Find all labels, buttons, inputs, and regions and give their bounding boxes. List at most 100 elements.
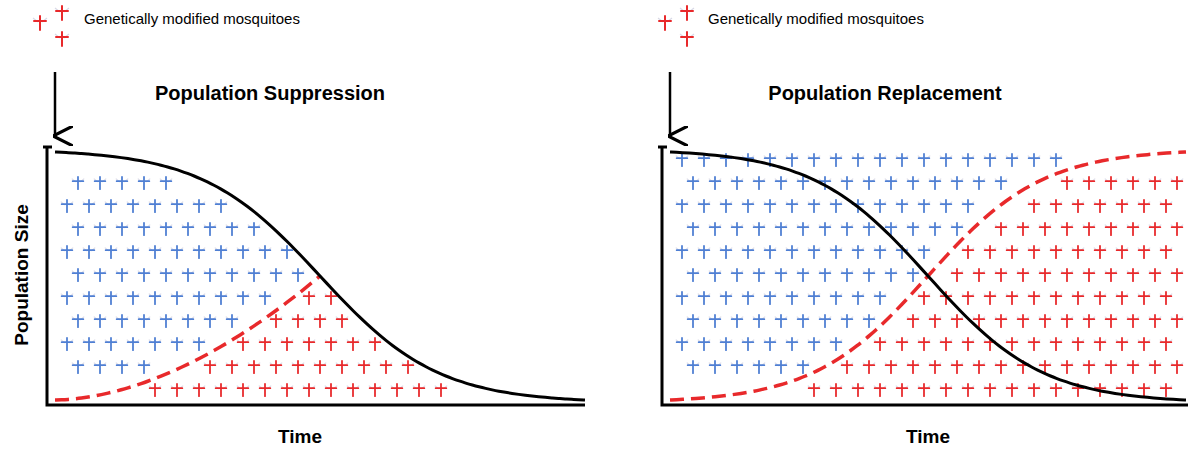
mosquito-glyph	[1127, 269, 1139, 281]
mosquito-glyph	[72, 361, 84, 373]
mosquito-glyph	[1061, 223, 1073, 235]
mosquito-glyph	[1028, 384, 1040, 396]
mosquito-glyph	[1072, 246, 1084, 258]
mosquito-glyph	[775, 223, 787, 235]
mosquito-glyph	[270, 269, 282, 281]
mosquito-glyph	[226, 315, 238, 327]
mosquito-glyph	[764, 246, 776, 258]
mosquito-glyph	[720, 292, 732, 304]
mosquito-glyph	[1105, 315, 1117, 327]
mosquito-glyph	[1061, 177, 1073, 189]
mosquito-glyph	[1039, 223, 1051, 235]
mosquito-glyph	[303, 384, 315, 396]
mosquito-glyph	[325, 384, 337, 396]
mosquito-glyph	[786, 246, 798, 258]
mosquito-glyph	[797, 269, 809, 281]
mosquito-glyph	[918, 292, 930, 304]
mosquito-glyph	[885, 269, 897, 281]
mosquito-glyph	[687, 223, 699, 235]
mosquito-glyph	[1061, 269, 1073, 281]
mosquito-glyph	[962, 200, 974, 212]
mosquito-glyph	[808, 154, 820, 166]
mosquito-glyph	[863, 361, 875, 373]
mosquito-glyph	[61, 200, 73, 212]
mosquito-glyph	[940, 200, 952, 212]
mosquito-glyph	[127, 246, 139, 258]
mosquito-glyph	[171, 200, 183, 212]
mosquito-glyph	[193, 292, 205, 304]
mosquito-glyph	[1171, 177, 1183, 189]
mosquito-glyph	[676, 338, 688, 350]
mosquito-glyph	[830, 200, 842, 212]
mosquito-glyph	[325, 338, 337, 350]
mosquito-glyph	[775, 315, 787, 327]
mosquito-glyph	[1083, 361, 1095, 373]
mosquito-glyph	[819, 223, 831, 235]
mosquito-glyph	[292, 269, 304, 281]
mosquito-glyph	[1094, 200, 1106, 212]
mosquito-glyph	[1017, 269, 1029, 281]
mosquito-glyph	[709, 361, 721, 373]
wild-population-curve	[670, 152, 1186, 400]
mosquito-glyph	[742, 292, 754, 304]
mosquito-glyph	[907, 177, 919, 189]
mosquito-glyph	[918, 200, 930, 212]
mosquito-glyph	[1050, 154, 1062, 166]
mosquito-glyph	[1138, 246, 1150, 258]
panel-title: Population Suppression	[155, 82, 385, 105]
mosquito-glyph	[127, 292, 139, 304]
mosquito-glyph	[215, 292, 227, 304]
mosquito-glyph	[852, 154, 864, 166]
axis	[662, 146, 1188, 405]
mosquito-glyph	[1171, 315, 1183, 327]
mosquito-glyph	[885, 177, 897, 189]
mosquito-glyph	[105, 338, 117, 350]
mosquito-glyph	[676, 200, 688, 212]
mosquito-glyph	[347, 338, 359, 350]
mosquito-glyph	[995, 223, 1007, 235]
mosquito-glyph	[237, 246, 249, 258]
mosquito-glyph	[830, 292, 842, 304]
axis	[47, 146, 585, 405]
mosquito-glyph	[863, 223, 875, 235]
mosquito-glyph	[940, 338, 952, 350]
modified-population-curve	[55, 276, 320, 400]
mosquito-glyph	[775, 361, 787, 373]
mosquito-glyph	[138, 361, 150, 373]
mosquito-glyph	[951, 177, 963, 189]
mosquito-glyph	[237, 292, 249, 304]
mosquito-glyph	[973, 177, 985, 189]
mosquito-glyph	[764, 200, 776, 212]
mosquito-glyph	[863, 315, 875, 327]
mosquito-glyph	[138, 315, 150, 327]
mosquito-glyph	[841, 315, 853, 327]
mosquito-glyph	[83, 292, 95, 304]
mosquito-glyph	[808, 292, 820, 304]
mosquito-glyph	[171, 292, 183, 304]
mosquito-glyph	[1061, 315, 1073, 327]
mosquito-glyph	[193, 338, 205, 350]
mosquito-glyph	[709, 269, 721, 281]
mosquito-glyph	[138, 269, 150, 281]
mosquito-glyph	[907, 223, 919, 235]
mosquito-glyph	[1094, 338, 1106, 350]
mosquito-glyph	[731, 177, 743, 189]
mosquito-glyph	[259, 338, 271, 350]
mosquito-glyph	[742, 246, 754, 258]
mosquito-glyph	[1050, 246, 1062, 258]
mosquito-glyph	[248, 269, 260, 281]
mosquito-glyph	[918, 246, 930, 258]
mosquito-glyph	[720, 338, 732, 350]
mosquito-glyph	[380, 361, 392, 373]
mosquito-glyph	[819, 315, 831, 327]
mosquito-glyph	[852, 246, 864, 258]
mosquito-glyph	[797, 177, 809, 189]
mosquito-glyph	[1160, 246, 1172, 258]
mosquito-glyph	[962, 154, 974, 166]
mosquito-glyph	[1138, 200, 1150, 212]
mosquito-glyph	[786, 292, 798, 304]
mosquito-glyph	[248, 361, 260, 373]
mosquito-glyph	[259, 384, 271, 396]
mosquito-glyph	[841, 223, 853, 235]
